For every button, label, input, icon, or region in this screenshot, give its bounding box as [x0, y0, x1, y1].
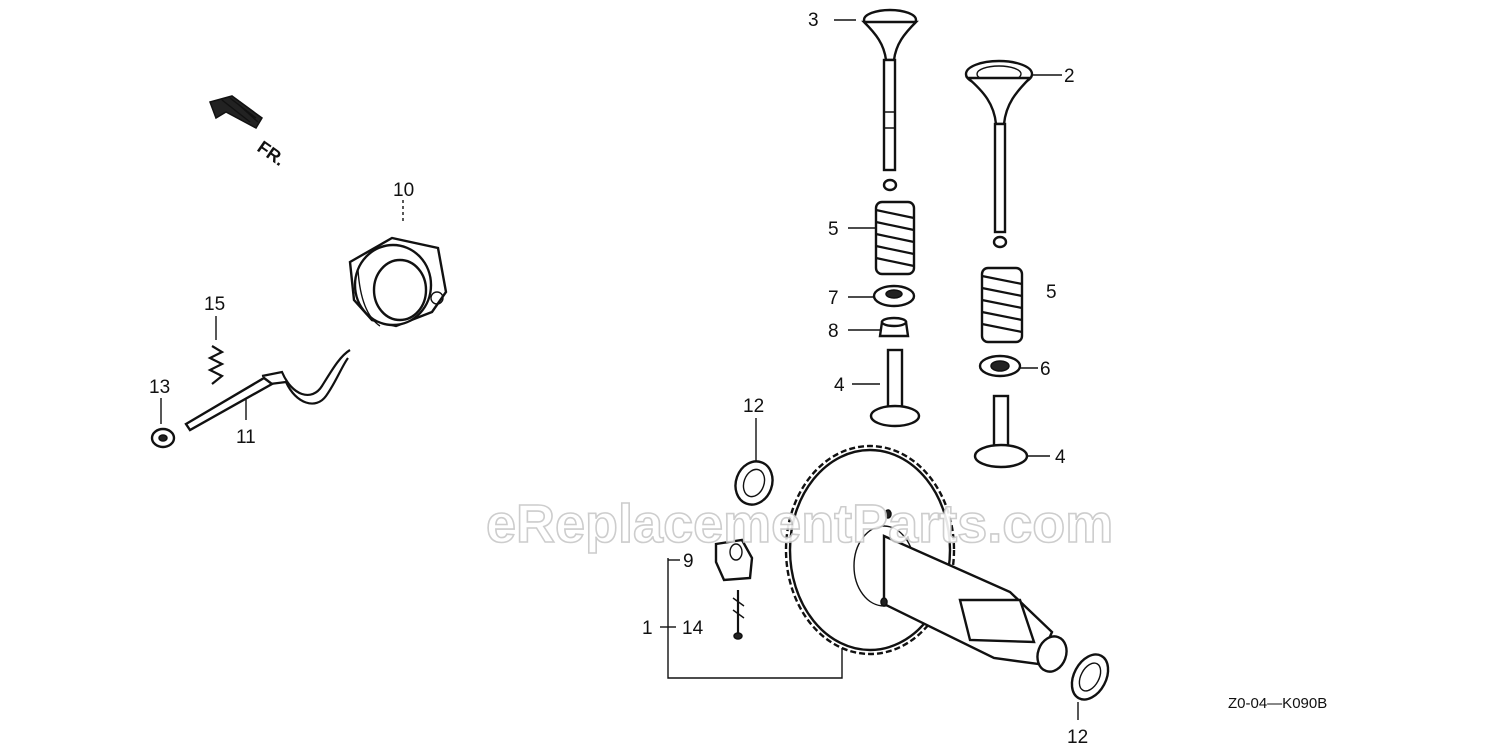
retainer-6 — [978, 354, 1038, 378]
governor-weight-9 — [714, 538, 754, 640]
callout-4-left: 4 — [834, 375, 845, 396]
valve-3 — [834, 8, 919, 192]
callout-11: 11 — [236, 427, 256, 448]
callout-2: 2 — [1064, 66, 1075, 87]
fr-label: FR. — [254, 137, 289, 170]
callout-5-right: 5 — [1046, 282, 1057, 303]
assembly-bracket — [660, 558, 843, 679]
callout-8: 8 — [828, 321, 839, 342]
callout-10: 10 — [393, 180, 414, 201]
valve-spring-left — [848, 200, 916, 276]
front-direction-arrow: FR. — [209, 95, 289, 170]
callout-15: 15 — [204, 294, 225, 315]
nut-13 — [150, 398, 176, 449]
governor-arm — [184, 349, 351, 432]
camshaft-gear — [784, 444, 1068, 673]
callout-12-upper: 12 — [743, 396, 764, 417]
callout-13: 13 — [149, 377, 170, 398]
washer-12-upper — [734, 418, 774, 506]
tappet-left — [852, 348, 921, 428]
tappet-right — [973, 394, 1050, 469]
callout-6: 6 — [1040, 359, 1051, 380]
watermark: eReplacementParts.com — [486, 494, 1113, 554]
callout-3: 3 — [808, 10, 819, 31]
valve-spring-right — [980, 266, 1024, 344]
callout-9: 9 — [683, 551, 694, 572]
spring-15 — [207, 316, 225, 385]
governor-holder — [348, 200, 448, 328]
valve-2 — [964, 59, 1062, 249]
callout-4-right: 4 — [1055, 447, 1066, 468]
callout-1: 1 — [642, 618, 653, 639]
retainer-7 — [848, 284, 916, 308]
callout-5-left: 5 — [828, 219, 839, 240]
diagram-code: Z0-04—K090B — [1228, 695, 1327, 712]
washer-12-lower — [1070, 653, 1110, 720]
callout-14: 14 — [682, 618, 704, 639]
callout-7: 7 — [828, 288, 839, 309]
keeper-8 — [848, 316, 910, 338]
callout-12-lower: 12 — [1067, 727, 1088, 748]
